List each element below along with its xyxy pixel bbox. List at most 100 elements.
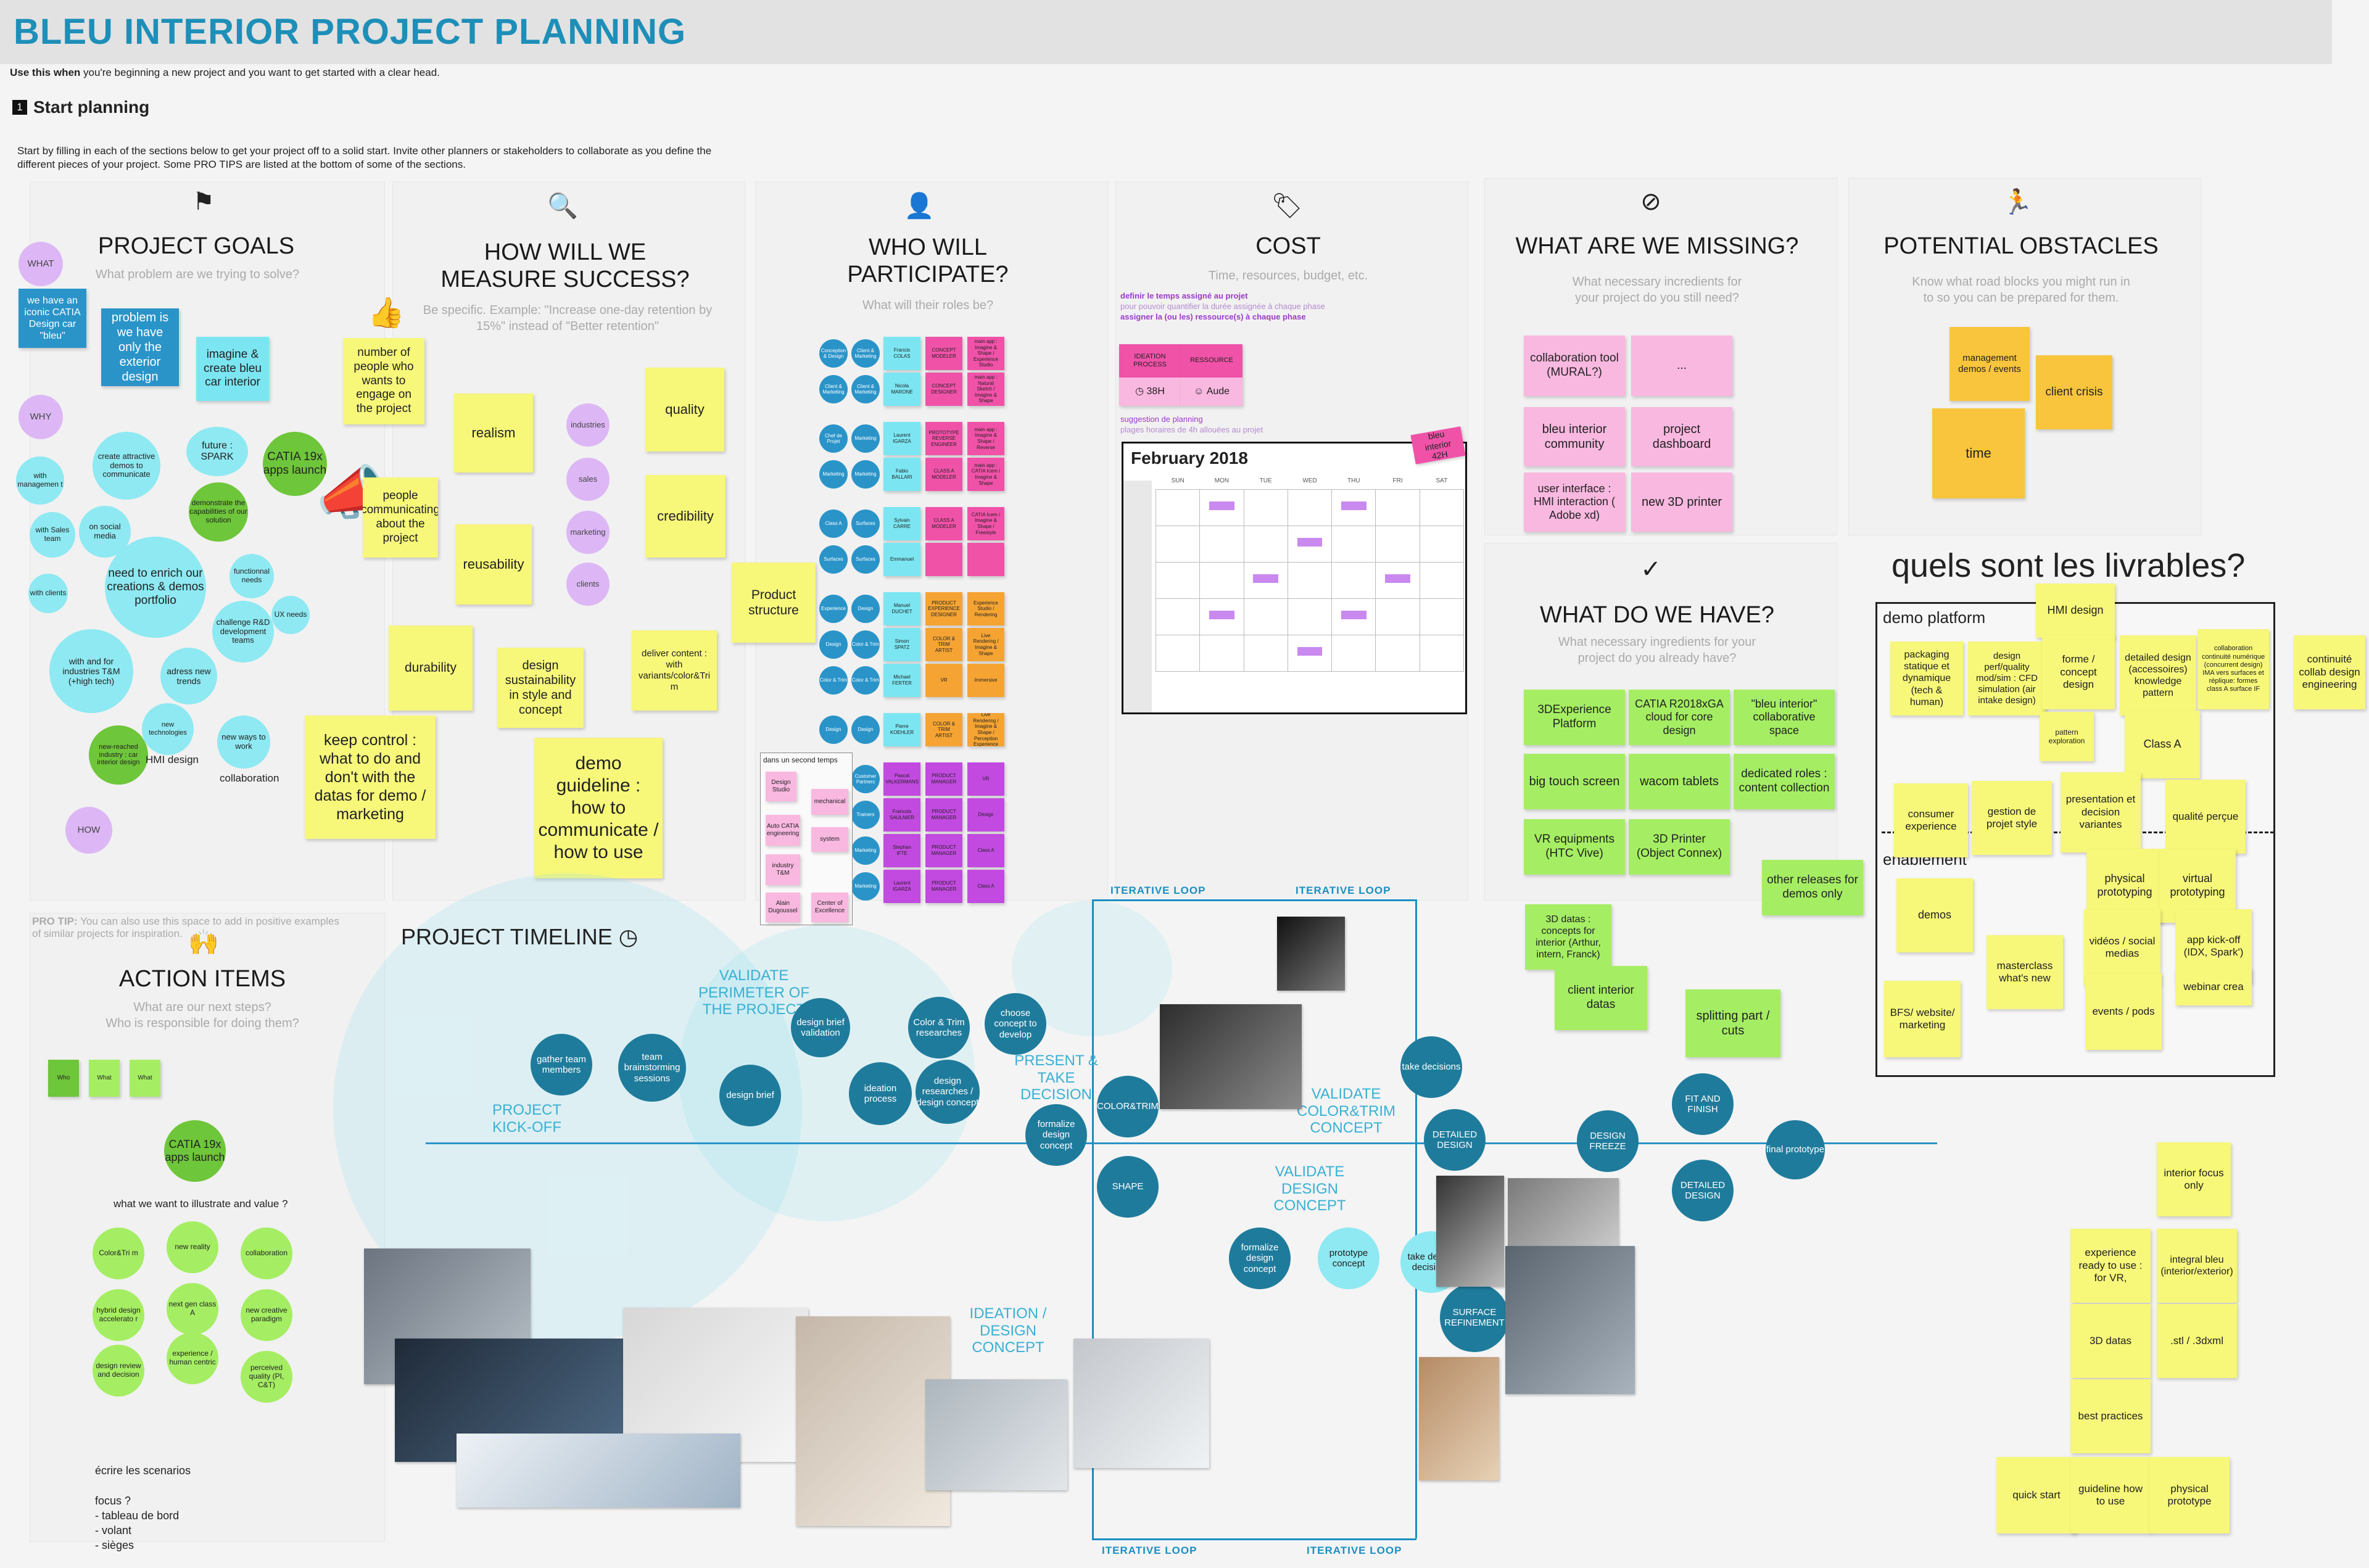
who-note[interactable]: CATIA Icem / Imagine & Shape / Freestyle [967,507,1004,540]
calendar-cell[interactable] [1287,635,1333,672]
goal-with-sales[interactable]: with Sales team [30,512,75,558]
missing-bleu-community[interactable]: bleu interior community [1524,407,1625,466]
side-quick[interactable]: quick start [1996,1457,2077,1533]
side-interior[interactable]: interior focus only [2157,1142,2231,1216]
cost-ideation-process[interactable]: IDEATION PROCESS [1119,344,1181,378]
who-job[interactable] [925,543,962,576]
side-physical[interactable]: physical prototype [2149,1457,2230,1533]
cost-hours[interactable]: ◷ 38H [1119,378,1181,406]
calendar-slot[interactable] [1385,574,1411,583]
who-role[interactable]: Surfaces [819,545,848,574]
obstacle-time[interactable]: time [1932,408,2025,498]
who-note[interactable]: Live Rendering / Imagine & Shape / Perce… [967,713,1004,746]
who-role[interactable]: Chef de Projet [819,424,848,453]
who-note[interactable]: Class A [967,834,1004,867]
who-job[interactable]: PRODUCT MANAGER [925,870,962,903]
calendar-cell[interactable] [1199,526,1244,563]
action-col-what1[interactable]: What [89,1060,120,1097]
who-role[interactable]: Design [819,630,848,659]
who-role[interactable]: Client & Marketing [819,375,848,403]
action-node[interactable]: collaboration [241,1228,292,1279]
extra-client-datas[interactable]: client interior datas [1555,966,1647,1030]
who-note[interactable] [967,543,1004,576]
have-other-releases[interactable]: other releases for demos only [1762,860,1863,915]
livr-demos[interactable]: demos [1896,878,1973,952]
action-catia-launch[interactable]: CATIA 19x apps launch [164,1120,226,1182]
who-job[interactable]: PROTOTYPE REVERSE ENGINEER [925,422,962,455]
who-role-alt[interactable]: Trainers [851,801,880,829]
calendar-cell[interactable] [1419,526,1465,563]
who-role-alt[interactable]: Marketing [851,872,880,901]
livr-webinar[interactable]: webinar crea [2175,968,2252,1005]
who-job[interactable]: CLASS A MODELER [925,507,962,540]
who-job[interactable]: CLASS A MODELER [925,458,962,491]
calendar-slot[interactable] [1341,611,1366,619]
who-role[interactable]: Marketing [819,460,848,489]
who-note[interactable]: main app : CATIA Icem / Imagine & Shape [967,458,1004,491]
who-name[interactable]: Francis COLAS [883,337,920,370]
calendar-cell[interactable] [1419,489,1465,526]
timeline-node[interactable]: formalize design concept [1229,1228,1291,1289]
livr-classA[interactable]: Class A [2125,711,2200,778]
livr-concept[interactable]: forme / concept design [2042,635,2115,709]
have-collab-space[interactable]: "bleu interior" collaborative space [1734,690,1835,745]
calendar-cell[interactable] [1243,489,1288,526]
goal-with-management[interactable]: with managemen t [16,456,64,505]
who-note[interactable]: main app : Imagine & Shape / Experience … [967,337,1004,370]
goal-new-reached[interactable]: new-reached industry : car interior desi… [89,725,148,785]
who-note[interactable]: main app : Imagine & Shape / Reverse [967,422,1004,455]
who-job[interactable]: COLOR & TRIM ARTIST [925,628,962,661]
measure-demo-guideline-note[interactable]: demo guideline : how to communicate / ho… [534,738,663,878]
measure-marketing[interactable]: marketing [566,511,610,554]
calendar-cell[interactable] [1375,526,1420,563]
goal-ux-needs[interactable]: UX needs [271,596,310,634]
calendar-cell[interactable] [1243,562,1288,599]
action-col-what2[interactable]: What [130,1060,160,1097]
timeline-node[interactable]: SURFACE REFINEMENT [1440,1283,1509,1352]
action-node[interactable]: next gen class A [167,1283,218,1335]
measure-keep-control-note[interactable]: keep control : what to do and don't with… [305,716,436,839]
who-role-alt[interactable]: Customer Partners [851,765,880,793]
who-name[interactable]: Francois SAULNIER [883,798,920,831]
who-role-alt[interactable]: Color & Trim [851,666,880,695]
timeline-node[interactable]: design brief validation [791,998,850,1057]
have-3dexperience[interactable]: 3DExperience Platform [1524,690,1625,745]
goal-iconic-note[interactable]: we have an iconic CATIA Design car "bleu… [19,289,86,348]
livr-events[interactable]: events / pods [2085,973,2162,1050]
goal-problem-note[interactable]: problem is we have only the exterior des… [101,308,179,386]
action-col-who[interactable]: Who [48,1060,79,1097]
who-note[interactable]: Live Rendering / Imagine & Shape [967,628,1004,661]
goal-new-ways[interactable]: new ways to work [217,716,270,769]
calendar-cell[interactable] [1375,635,1420,672]
who-role-alt[interactable]: Client & Marketing [851,339,880,368]
goal-adress-trends[interactable]: adress new trends [160,648,217,704]
who-role-alt[interactable]: Surfaces [851,545,880,574]
measure-durability-note[interactable]: durability [389,625,473,711]
calendar-cell[interactable] [1331,489,1376,526]
side-stl[interactable]: .stl / .3dxml [2157,1304,2237,1378]
side-experience[interactable]: experience ready to use : for VR, [2070,1229,2151,1303]
obstacle-mgmt-demos[interactable]: management demos / events [1949,327,2030,401]
who-role[interactable]: Design [819,716,848,744]
who-name[interactable]: Michael FERTER [883,664,920,697]
who-name[interactable]: Pascal VALKERMANS [883,762,920,796]
measure-realism-note[interactable]: realism [454,394,533,472]
action-node[interactable]: new creative paradigm [241,1289,292,1341]
action-node[interactable]: experience / human centric [167,1332,218,1384]
calendar-cell[interactable] [1155,526,1201,563]
calendar-cell[interactable] [1419,635,1465,672]
calendar-cell[interactable] [1419,598,1465,635]
goal-with-industries[interactable]: with and for industries T&M (+high tech) [49,629,133,713]
who-job[interactable]: COLOR & TRIM ARTIST [925,713,962,746]
mini-mechanical[interactable]: mechanical [811,789,848,815]
timeline-node[interactable]: design brief [719,1065,781,1126]
goal-create-demos[interactable]: create attractive demos to communicate [93,432,160,500]
who-note[interactable]: Design [967,798,1004,831]
who-job[interactable]: PRODUCT MANAGER [925,762,962,796]
who-name[interactable]: Laurent IGARZA [883,870,920,903]
calendar-cell[interactable] [1331,526,1376,563]
timeline-node[interactable]: formalize design concept [1025,1104,1087,1166]
livr-pattern[interactable]: pattern exploration [2040,712,2094,761]
calendar-cell[interactable] [1375,562,1420,599]
timeline-node[interactable]: prototype concept [1318,1228,1379,1289]
